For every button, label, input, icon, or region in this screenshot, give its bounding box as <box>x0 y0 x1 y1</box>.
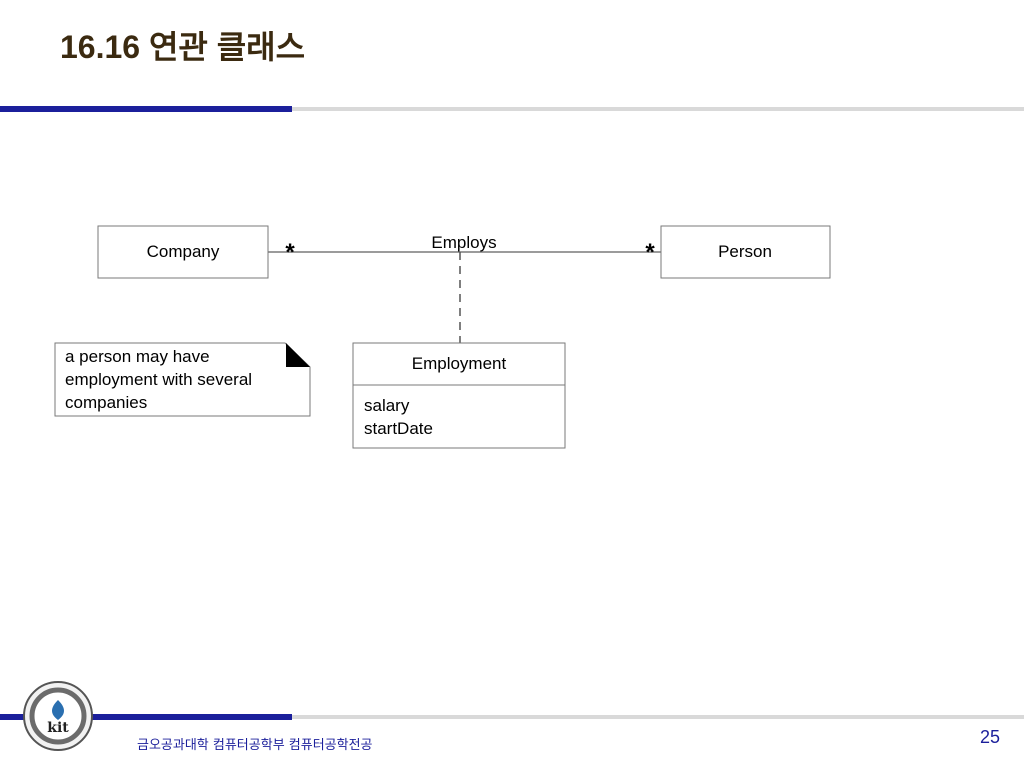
header-rule-accent <box>0 106 292 112</box>
association-name: Employs <box>431 233 496 252</box>
class-person: Person <box>660 225 831 279</box>
footer-rule <box>292 715 1024 719</box>
note-line-1: a person may have <box>65 347 210 366</box>
attribute-startdate: startDate <box>364 419 433 438</box>
header-rule <box>292 107 1024 111</box>
class-company-name: Company <box>147 242 220 261</box>
multiplicity-person: * <box>645 239 655 266</box>
note: a person may have employment with severa… <box>54 342 311 417</box>
logo-text: kit <box>47 720 69 736</box>
footer-rule-accent <box>0 714 292 720</box>
multiplicity-company: * <box>285 239 295 266</box>
class-person-name: Person <box>718 242 772 261</box>
class-company: Company <box>97 225 269 279</box>
note-line-3: companies <box>65 393 147 412</box>
class-employment-name: Employment <box>412 354 507 373</box>
note-line-2: employment with several <box>65 370 252 389</box>
page-number: 25 <box>979 727 1000 747</box>
class-employment: Employment salary startDate <box>352 342 566 449</box>
note-fold-icon <box>286 343 310 367</box>
university-logo: kit <box>23 681 93 751</box>
slide-title: 16.16 연관 클래스 <box>60 29 306 65</box>
attribute-salary: salary <box>364 396 410 415</box>
footer-department: 금오공과대학 컴퓨터공학부 컴퓨터공학전공 <box>137 738 373 753</box>
